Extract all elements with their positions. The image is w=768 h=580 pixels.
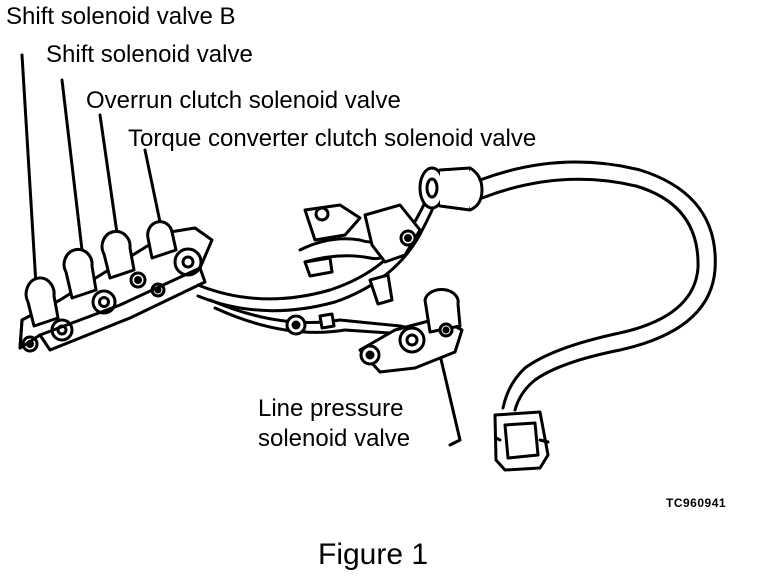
leader-line-pressure xyxy=(438,353,462,447)
figure-caption: Figure 1 xyxy=(318,538,429,571)
line-pressure-solenoid xyxy=(358,287,464,374)
long-harness-cable xyxy=(478,160,717,412)
harness-end-connector xyxy=(493,410,550,472)
solenoid-b-cylinder xyxy=(24,276,60,328)
image-code: TC960941 xyxy=(666,496,727,510)
shift-solenoid-cylinder xyxy=(62,247,98,300)
label-overrun-clutch-solenoid-valve: Overrun clutch solenoid valve xyxy=(86,87,401,114)
label-shift-solenoid-valve: Shift solenoid valve xyxy=(46,41,253,68)
overrun-clutch-cylinder xyxy=(100,229,136,280)
leader-shift-solenoid xyxy=(60,78,84,252)
label-line-pressure-line1: Line pressure xyxy=(258,395,404,422)
label-line-pressure-line2: solenoid valve xyxy=(258,425,411,452)
harness-grommet xyxy=(418,166,484,212)
harness-bracket xyxy=(303,203,422,306)
torque-converter-cylinder xyxy=(146,220,178,260)
harness-clamp xyxy=(285,312,336,336)
solenoid-cylinders xyxy=(24,220,178,328)
label-torque-converter-clutch-solenoid-valve: Torque converter clutch solenoid valve xyxy=(128,125,537,152)
leader-lines xyxy=(20,53,462,447)
solenoid-valve-body xyxy=(18,226,214,353)
leader-overrun-clutch xyxy=(98,113,120,242)
leader-torque-converter xyxy=(143,148,162,224)
label-shift-solenoid-valve-b: Shift solenoid valve B xyxy=(6,3,236,30)
leader-shift-solenoid-b xyxy=(20,53,38,287)
